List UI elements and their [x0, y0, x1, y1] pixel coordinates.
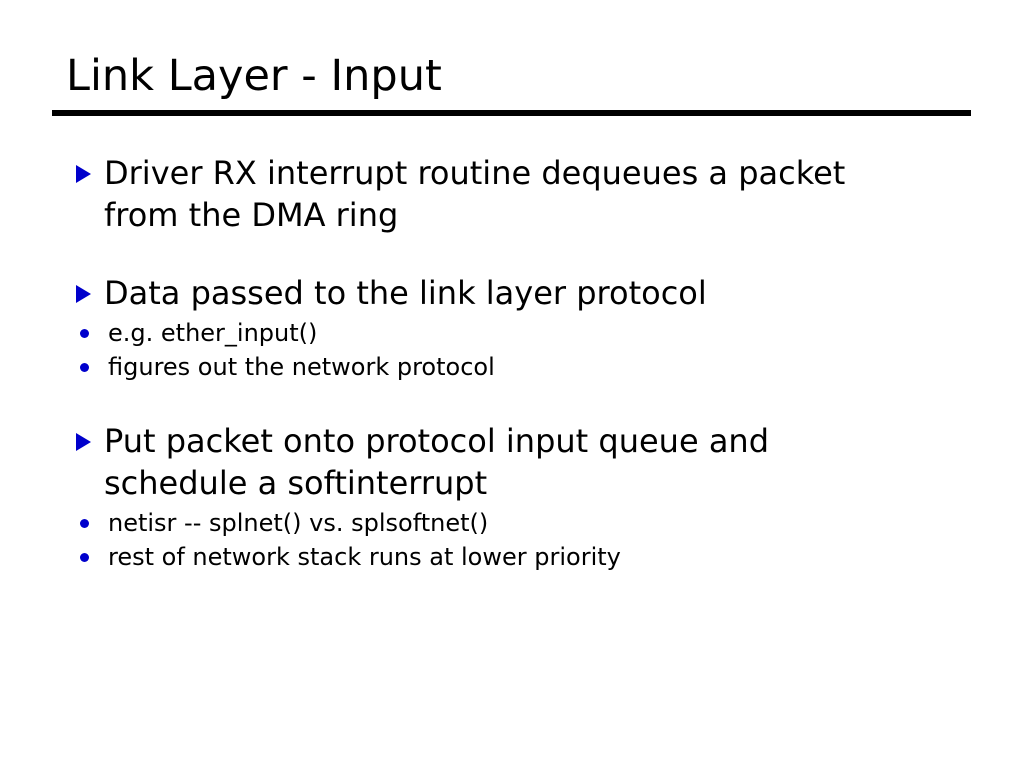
dot-bullet-icon	[80, 553, 89, 562]
slide-body: Driver RX interrupt routine dequeues a p…	[76, 152, 976, 574]
sub-bullet-item: e.g. ether_input()	[76, 316, 976, 350]
title-underline-rule	[52, 110, 971, 116]
bullet-text: Data passed to the link layer protocol	[104, 274, 707, 312]
sub-bullet-text: rest of network stack runs at lower prio…	[108, 543, 621, 571]
bullet-text: Put packet onto protocol input queue and…	[104, 422, 770, 502]
triangle-bullet-icon	[76, 165, 91, 183]
sub-bullet-item: figures out the network protocol	[76, 350, 976, 384]
bullet-text: Driver RX interrupt routine dequeues a p…	[104, 154, 846, 234]
dot-bullet-icon	[80, 329, 89, 338]
page-title: Link Layer - Input	[66, 51, 442, 101]
sub-bullet-text: figures out the network protocol	[108, 353, 495, 381]
title-block: Link Layer - Input	[52, 48, 972, 104]
sub-bullet-item: rest of network stack runs at lower prio…	[76, 540, 976, 574]
spacer	[76, 384, 976, 420]
sub-bullet-list: e.g. ether_input() figures out the netwo…	[76, 316, 976, 384]
bullet-item: Put packet onto protocol input queue and…	[76, 420, 976, 504]
sub-bullet-text: e.g. ether_input()	[108, 319, 318, 347]
dot-bullet-icon	[80, 519, 89, 528]
sub-bullet-item: netisr -- splnet() vs. splsoftnet()	[76, 506, 976, 540]
dot-bullet-icon	[80, 363, 89, 372]
sub-bullet-list: netisr -- splnet() vs. splsoftnet() rest…	[76, 506, 976, 574]
triangle-bullet-icon	[76, 285, 91, 303]
spacer	[76, 236, 976, 272]
sub-bullet-text: netisr -- splnet() vs. splsoftnet()	[108, 509, 489, 537]
bullet-item: Data passed to the link layer protocol	[76, 272, 976, 314]
bullet-item: Driver RX interrupt routine dequeues a p…	[76, 152, 976, 236]
triangle-bullet-icon	[76, 433, 91, 451]
